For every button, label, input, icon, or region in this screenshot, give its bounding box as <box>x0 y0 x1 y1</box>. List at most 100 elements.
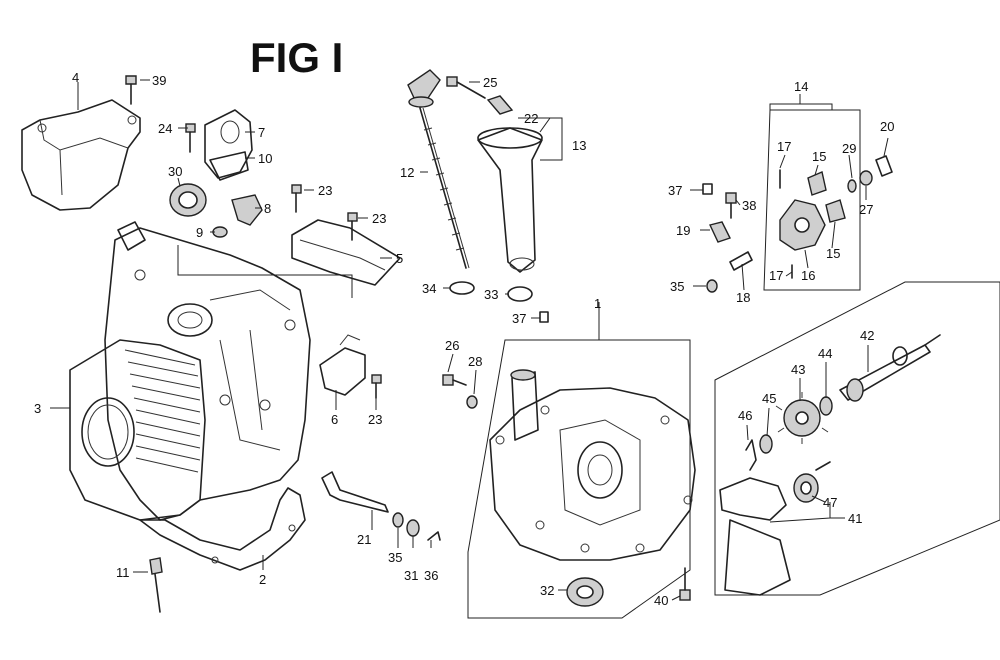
part-oil-seal-30 <box>169 183 207 217</box>
callout-4: 4 <box>72 70 79 85</box>
callout-27: 27 <box>859 202 873 217</box>
callout-28: 28 <box>468 354 482 369</box>
part-dipstick-12 <box>407 69 470 269</box>
callout-24: 24 <box>158 121 172 136</box>
part-housing-41 <box>719 477 791 596</box>
part-clip-19 <box>709 221 731 243</box>
callout-41: 41 <box>848 511 862 526</box>
callout-35b: 35 <box>670 279 684 294</box>
part-bolt-38 <box>725 192 737 219</box>
part-bolt-26 <box>442 374 467 386</box>
part-plate-6 <box>319 334 366 396</box>
callout-16: 16 <box>801 268 815 283</box>
callout-37a: 37 <box>512 311 526 326</box>
callout-40: 40 <box>654 593 668 608</box>
part-clip-46 <box>745 439 757 471</box>
part-o-ring-33 <box>507 286 533 302</box>
callout-20: 20 <box>880 119 894 134</box>
part-washer-35a <box>392 512 404 528</box>
callout-37b: 37 <box>668 183 682 198</box>
callout-38: 38 <box>742 198 756 213</box>
camshaft-frame <box>714 281 1000 596</box>
callout-23a: 23 <box>318 183 332 198</box>
governor-frame <box>763 109 861 291</box>
callout-3: 3 <box>34 401 41 416</box>
callout-10: 10 <box>258 151 272 166</box>
part-washer-28 <box>466 395 478 409</box>
part-pin-11 <box>149 557 163 613</box>
part-oil-filler-tube-13 <box>477 127 543 273</box>
part-bolt-39 <box>125 75 137 105</box>
leader-lines <box>50 79 889 601</box>
part-pin-36 <box>427 531 441 541</box>
callout-35a: 35 <box>388 550 402 565</box>
part-bearing-47 <box>793 473 819 503</box>
callout-12: 12 <box>400 165 414 180</box>
part-cylinder-block <box>69 221 311 521</box>
crankcase-frame <box>467 339 691 619</box>
part-o-ring-34 <box>449 281 475 295</box>
callout-25: 25 <box>483 75 497 90</box>
part-lever-8 <box>231 194 263 226</box>
part-breather-plate-5 <box>291 219 401 286</box>
part-pin-18 <box>729 251 753 271</box>
part-29 <box>847 179 857 193</box>
callout-36: 36 <box>424 568 438 583</box>
part-weight-15a <box>807 171 827 196</box>
callout-11: 11 <box>116 565 130 580</box>
callout-23b: 23 <box>372 211 386 226</box>
callout-15a: 15 <box>812 149 826 164</box>
part-gear-43 <box>775 392 829 444</box>
figure-title: FIG I <box>250 34 343 81</box>
callout-numbers: 4 39 24 7 10 30 8 9 23 23 5 3 2 11 6 23 … <box>34 70 894 608</box>
callout-9: 9 <box>196 225 203 240</box>
part-bolt-23a <box>291 184 302 213</box>
callout-2: 2 <box>259 572 266 587</box>
callout-1: 1 <box>594 296 601 311</box>
callout-23c: 23 <box>368 412 382 427</box>
part-bolt-40 <box>679 567 691 601</box>
part-oil-seal-32 <box>566 577 604 607</box>
callout-19: 19 <box>676 223 690 238</box>
callout-34: 34 <box>422 281 436 296</box>
callout-46: 46 <box>738 408 752 423</box>
callout-17b: 17 <box>769 268 783 283</box>
callout-17a: 17 <box>777 139 791 154</box>
part-27 <box>859 170 873 186</box>
callout-43: 43 <box>791 362 805 377</box>
callout-31: 31 <box>404 568 418 583</box>
callout-21: 21 <box>357 532 371 547</box>
part-crankcase-cover <box>489 369 696 561</box>
part-governor-arm-21 <box>321 471 389 513</box>
part-cover-7 <box>204 109 253 181</box>
callout-15b: 15 <box>826 246 840 261</box>
part-bolt-25 <box>446 76 486 99</box>
part-washer-35b <box>706 279 718 293</box>
callout-22: 22 <box>524 111 538 126</box>
part-9 <box>212 226 228 238</box>
callout-29: 29 <box>842 141 856 156</box>
part-pin-arrow <box>815 461 831 471</box>
callout-44: 44 <box>818 346 832 361</box>
part-washer-44 <box>819 396 833 416</box>
callout-5: 5 <box>396 251 403 266</box>
part-weight-15b <box>825 199 846 223</box>
callout-26: 26 <box>445 338 459 353</box>
callout-7: 7 <box>258 125 265 140</box>
part-washer-45 <box>759 434 773 454</box>
callout-45: 45 <box>762 391 776 406</box>
part-31 <box>406 519 420 537</box>
part-gasket-2 <box>139 487 306 571</box>
part-37a <box>539 311 549 323</box>
callout-30: 30 <box>168 164 182 179</box>
callout-18: 18 <box>736 290 750 305</box>
callout-33: 33 <box>484 287 498 302</box>
callout-42: 42 <box>860 328 874 343</box>
part-spool-20 <box>875 155 893 177</box>
part-shroud <box>21 99 141 211</box>
callout-13: 13 <box>572 138 586 153</box>
callout-39: 39 <box>152 73 166 88</box>
part-bolt-23c <box>371 374 382 399</box>
part-governor-weight-16 <box>779 199 826 251</box>
